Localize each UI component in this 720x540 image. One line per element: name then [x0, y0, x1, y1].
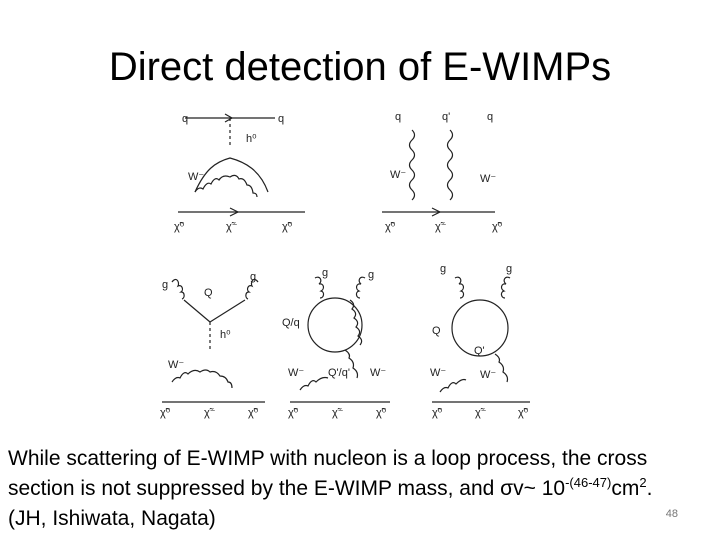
diagram-box: q q' q W⁻ W⁻ χ̃⁰ χ̃⁻ χ̃⁰	[382, 111, 503, 233]
d1-higgs-label: h⁰	[246, 133, 257, 145]
caption-line-3: (JH, Ishiwata, Nagata)	[8, 507, 216, 530]
d4-chi-in-label: χ̃⁰	[288, 407, 299, 419]
feynman-diagrams-figure: q q h⁰ W⁻ χ̃⁰ χ̃⁻ χ̃⁰ q q' q W⁻ W⁻ χ̃⁰ χ…	[150, 100, 540, 420]
d5-chi-out-label: χ̃⁰	[518, 407, 529, 419]
d5-g-left-label: g	[440, 263, 446, 275]
d1-chi-mid-label: χ̃⁻	[226, 221, 238, 233]
d4-w-right-label: W⁻	[370, 367, 386, 379]
d4-loop2-label: Q'/q'	[328, 367, 350, 379]
d5-loop2-label: Q'	[474, 345, 485, 357]
caption-line-1: While scattering of E-WIMP with nucleon …	[8, 447, 648, 470]
d4-chi-out-label: χ̃⁰	[376, 407, 387, 419]
caption-unit: cm	[611, 477, 640, 500]
d2-q-in-label: q	[395, 111, 401, 123]
d3-chi-out-label: χ̃⁰	[248, 407, 259, 419]
d1-w-label: W⁻	[188, 171, 204, 183]
d2-w-right-label: W⁻	[480, 173, 496, 185]
d3-chi-mid-label: χ̃⁻	[204, 407, 216, 419]
d5-g-right-label: g	[506, 263, 512, 275]
d4-loop-label: Q/q	[282, 317, 300, 329]
d3-quark-label: Q	[204, 287, 213, 299]
diagram-heavy-quark-loop: g g Q Q' W⁻ W⁻ χ̃⁰ χ̃⁻ χ̃⁰	[430, 263, 530, 419]
d4-g-right-label: g	[368, 269, 374, 281]
d2-q-mid-label: q'	[442, 111, 450, 123]
caption-line-2-text: section is not suppressed by the E-WIMP …	[8, 477, 566, 500]
d2-chi-out-label: χ̃⁰	[492, 221, 503, 233]
caption-period: .	[646, 477, 653, 500]
d3-chi-in-label: χ̃⁰	[160, 407, 171, 419]
caption-line-2: section is not suppressed by the E-WIMP …	[8, 474, 708, 504]
d2-q-out-label: q	[487, 111, 493, 123]
d2-chi-in-label: χ̃⁰	[385, 221, 396, 233]
d5-loop-label: Q	[432, 325, 441, 337]
diagram-higgs-exchange: q q h⁰ W⁻ χ̃⁰ χ̃⁻ χ̃⁰	[174, 113, 305, 233]
d5-chi-in-label: χ̃⁰	[432, 407, 443, 419]
slide-title: Direct detection of E-WIMPs	[108, 45, 612, 89]
d3-w-label: W⁻	[168, 359, 184, 371]
caption-unit-exponent: 2	[639, 475, 647, 490]
page-number: 48	[665, 508, 678, 520]
feynman-diagrams-svg: q q h⁰ W⁻ χ̃⁰ χ̃⁻ χ̃⁰ q q' q W⁻ W⁻ χ̃⁰ χ…	[160, 111, 530, 419]
d4-chi-mid-label: χ̃⁻	[332, 407, 344, 419]
d5-chi-mid-label: χ̃⁻	[475, 407, 487, 419]
d1-q-out-label: q	[278, 113, 284, 125]
d3-g-right-label: g	[250, 271, 256, 283]
slide-caption: While scattering of E-WIMP with nucleon …	[8, 444, 708, 534]
d2-chi-mid-label: χ̃⁻	[435, 221, 447, 233]
d2-w-left-label: W⁻	[390, 169, 406, 181]
d1-chi-out-label: χ̃⁰	[282, 221, 293, 233]
d1-chi-in-label: χ̃⁰	[174, 221, 185, 233]
d5-w-left-label: W⁻	[430, 367, 446, 379]
d5-w-right-label: W⁻	[480, 369, 496, 381]
diagram-quark-loop: g g Q/q Q'/q' W⁻ W⁻ χ̃⁰ χ̃⁻ χ̃⁰	[282, 267, 390, 419]
caption-exponent: -(46-47)	[565, 475, 612, 490]
d1-q-in-label: q	[182, 113, 188, 125]
d3-higgs-label: h⁰	[220, 329, 231, 341]
d4-w-left-label: W⁻	[288, 367, 304, 379]
d4-g-left-label: g	[322, 267, 328, 279]
diagram-gluon-higgs: g g Q h⁰ W⁻ χ̃⁰ χ̃⁻ χ̃⁰	[160, 271, 265, 419]
d3-g-left-label: g	[162, 279, 168, 291]
